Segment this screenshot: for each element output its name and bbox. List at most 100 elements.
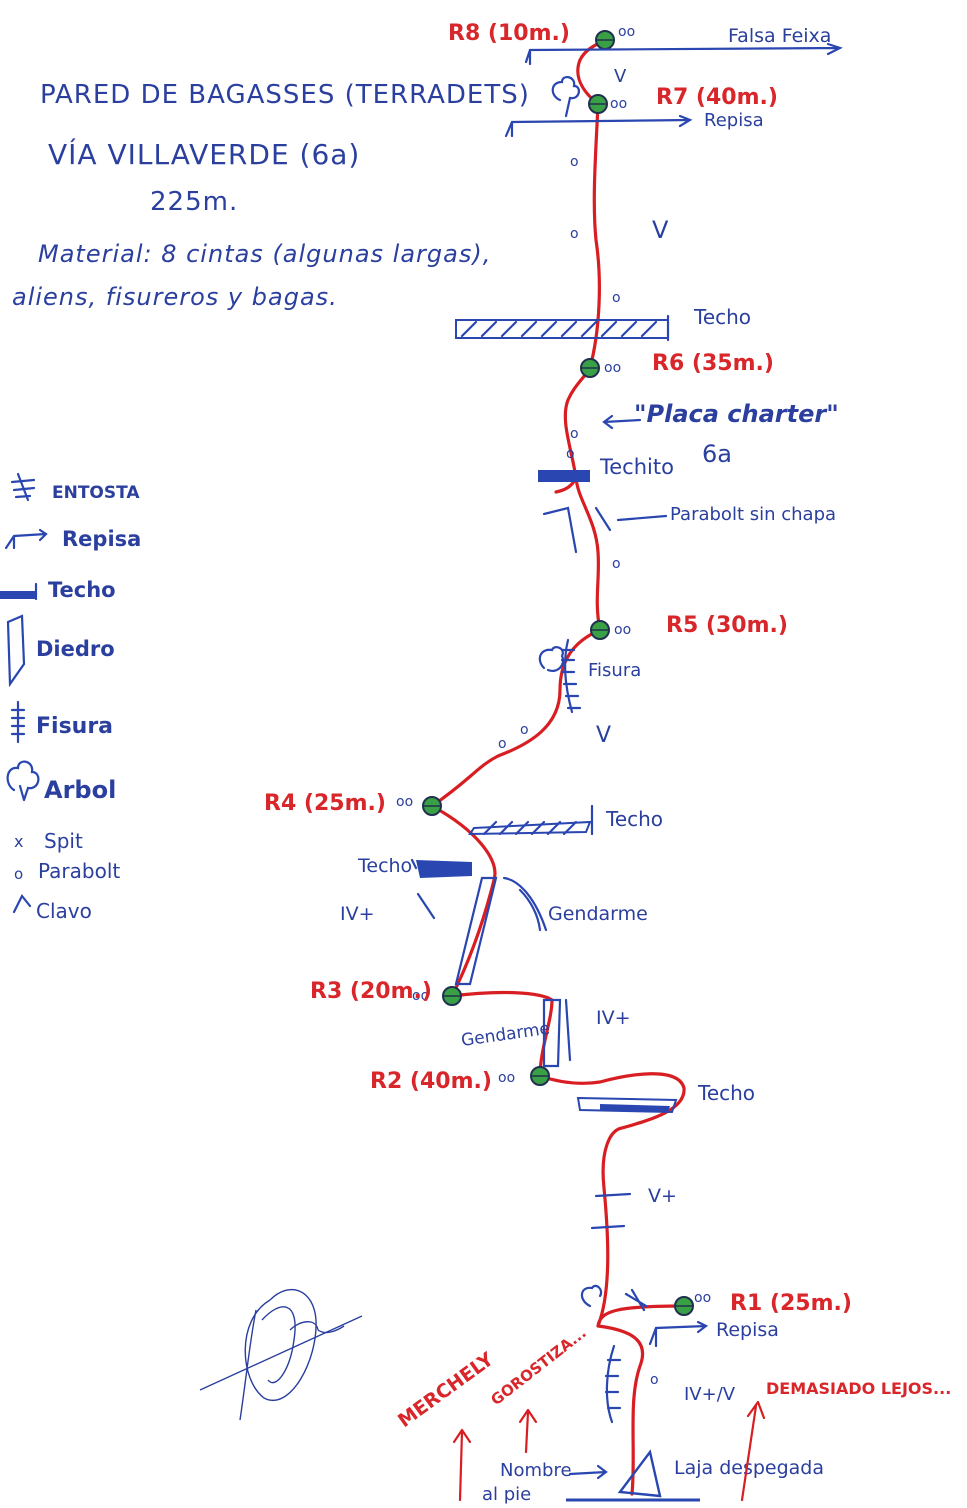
header-route: VÍA VILLAVERDE (6a) — [48, 137, 360, 171]
nombre-al-pie-line1: Nombre — [500, 1460, 572, 1481]
techo-r4-label: Techo — [605, 807, 663, 831]
legend-arbol: Arbol — [44, 776, 116, 804]
techo-upper-roof — [455, 314, 670, 342]
svg-text:o: o — [570, 226, 579, 242]
gendarme-right-label: Gendarme — [548, 903, 648, 925]
fisura-tree-icon — [538, 646, 565, 672]
svg-text:oo: oo — [694, 1290, 711, 1306]
svg-text:oo: oo — [498, 1070, 515, 1086]
v-plus-label: V+ — [648, 1185, 677, 1207]
header-title: PARED DE BAGASSES (TERRADETS) — [40, 80, 530, 110]
signature-icon — [199, 1289, 363, 1421]
repisa-legend-icon — [4, 528, 48, 550]
legend-fisura: Fisura — [36, 714, 113, 739]
belay-r2-label: R2 (40m.) — [370, 1069, 492, 1094]
belay-r1-label: R1 (25m.) — [730, 1291, 852, 1316]
repisa-top-label: Repisa — [704, 110, 764, 131]
belay-r6-label: R6 (35m.) — [652, 351, 774, 376]
laja-despegada-rock — [617, 1449, 662, 1498]
belay-station-icon — [588, 94, 608, 114]
merchely-label: MERCHELY — [394, 1348, 498, 1432]
legend-parabolt: Parabolt — [38, 859, 120, 883]
diedro-legend-icon — [6, 614, 26, 688]
annotation-arrows — [452, 1400, 766, 1502]
svg-text:o: o — [498, 736, 507, 752]
clavo-legend-icon — [12, 893, 32, 914]
placa-charter-label: "Placa charter" — [634, 400, 839, 428]
spit-legend-icon: x — [14, 832, 23, 851]
v-mid-label: V — [652, 216, 669, 244]
techo-left-roof — [416, 860, 472, 878]
belay-station-icon — [590, 620, 610, 640]
techo-r2-label: Techo — [697, 1081, 755, 1105]
svg-text:o: o — [650, 1372, 659, 1388]
falsa-feixa-ledge — [524, 42, 843, 66]
techito-label: Techito — [599, 455, 674, 479]
svg-text:o: o — [566, 446, 575, 462]
fisura-label: Fisura — [588, 660, 641, 681]
legend: ENTOSTA Repisa Techo Diedro Fisura Arbol… — [0, 472, 141, 923]
parabolt-sin-chapa-pointer — [616, 514, 668, 522]
repisa-top-ledge — [504, 114, 693, 138]
belay-station-icon — [674, 1296, 694, 1316]
iv-plus-r3-label: IV+ — [596, 1007, 631, 1029]
belay-r4-label: R4 (25m.) — [264, 791, 386, 816]
legend-repisa: Repisa — [62, 527, 141, 551]
legend-clavo: Clavo — [36, 899, 92, 923]
belay-r3-label: R3 (20m.) — [310, 979, 432, 1004]
svg-text:o: o — [612, 290, 621, 306]
header-material-line2: aliens, fisureros y bagas. — [12, 283, 338, 311]
techo-r4-roof — [468, 804, 594, 836]
anchor-bolts: oo oo oo oo oo oo oo oo o o o o o o o o … — [396, 24, 711, 1388]
tree-legend-icon — [6, 760, 40, 802]
techo-left-label: Techo — [357, 855, 412, 877]
belay-station-icon — [422, 796, 442, 816]
feature-drawings — [410, 42, 843, 1502]
techito-roof — [538, 470, 590, 482]
laja-despegada-label: Laja despegada — [674, 1457, 824, 1479]
repisa-r1-ledge — [648, 1320, 709, 1348]
svg-text:oo: oo — [396, 794, 413, 810]
belay-r8-label: R8 (10m.) — [448, 21, 570, 46]
legend-techo: Techo — [48, 578, 116, 602]
belay-station-icon — [595, 30, 615, 50]
belay-r7-label: R7 (40m.) — [656, 85, 778, 110]
parabolt-legend-icon: o — [14, 865, 23, 883]
gendarme-left-label: Gendarme — [460, 1019, 551, 1051]
svg-text:o: o — [520, 722, 529, 738]
legend-spit: Spit — [44, 829, 83, 853]
legend-diedro: Diedro — [36, 637, 115, 661]
techo-r2-roof — [576, 1096, 678, 1114]
grade-start-label: IV+/V — [684, 1384, 736, 1405]
svg-text:o: o — [612, 556, 621, 572]
header-length: 225m. — [150, 187, 238, 217]
svg-text:o: o — [570, 426, 579, 442]
svg-text:oo: oo — [614, 622, 631, 638]
v-top-label: V — [614, 66, 627, 87]
demasiado-lejos-label: DEMASIADO LEJOS... — [766, 1379, 951, 1398]
svg-text:oo: oo — [610, 96, 627, 112]
tree-icon — [580, 1284, 603, 1308]
belay-stations — [422, 30, 694, 1316]
svg-text:oo: oo — [412, 988, 429, 1004]
svg-text:oo: oo — [618, 24, 635, 40]
placa-arrow — [602, 414, 642, 430]
grade-6a-label: 6a — [702, 440, 732, 468]
gendarme-diedro — [454, 876, 498, 986]
parabolt-sin-chapa-label: Parabolt sin chapa — [670, 504, 836, 525]
belay-r5-label: R5 (30m.) — [666, 613, 788, 638]
svg-text:o: o — [570, 154, 579, 170]
falsa-feixa-label: Falsa Feixa — [728, 25, 831, 47]
svg-text:oo: oo — [604, 360, 621, 376]
legend-entosta: ENTOSTA — [52, 483, 140, 503]
techo-legend-icon — [0, 582, 38, 601]
nombre-al-pie-line2: al pie — [482, 1484, 531, 1505]
tree-icon — [551, 76, 580, 118]
v-lower-label: V — [596, 723, 611, 748]
techo-upper-label: Techo — [693, 305, 751, 329]
gorostiza-label: GOROSTIZA... — [487, 1324, 589, 1410]
repisa-r1-label: Repisa — [716, 1319, 779, 1341]
header-material-line1: Material: 8 cintas (algunas largas), — [38, 240, 491, 268]
belay-station-icon — [580, 358, 600, 378]
